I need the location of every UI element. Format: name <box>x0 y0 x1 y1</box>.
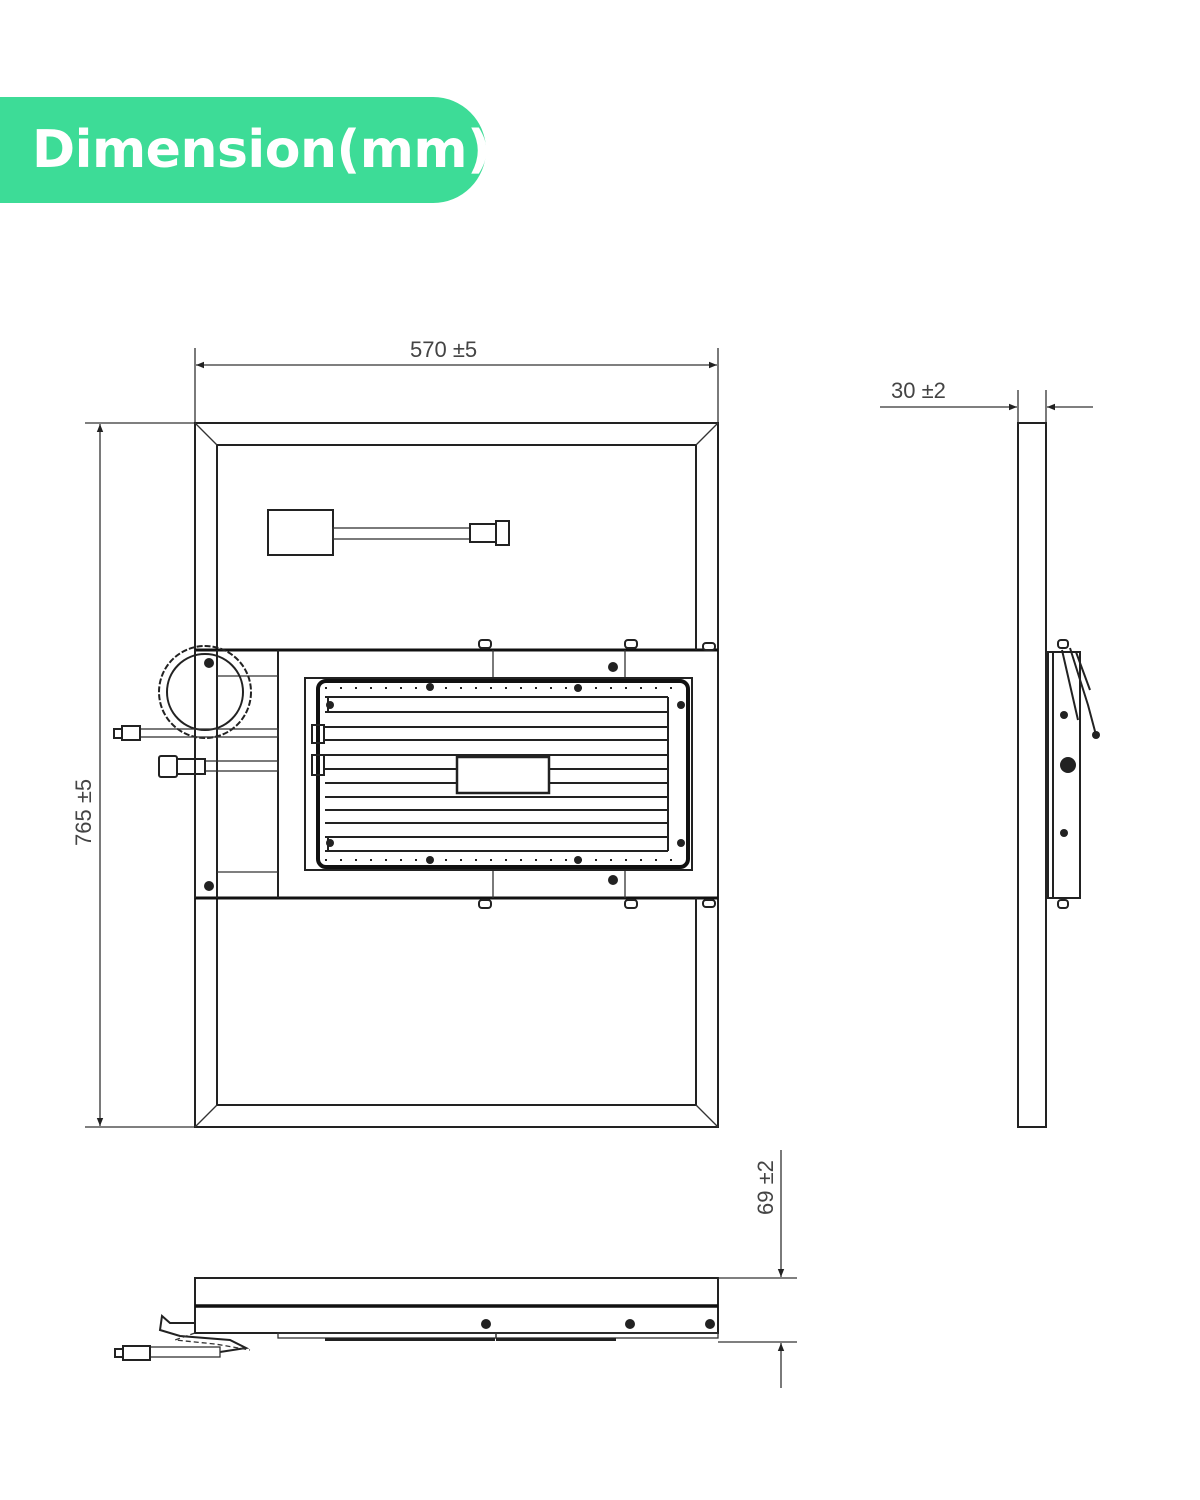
output-cables <box>113 725 279 778</box>
junction-box <box>267 509 510 556</box>
title-banner: Dimension(mm) <box>0 97 491 203</box>
front-view <box>113 422 719 1128</box>
side-view: 30 ±2 <box>880 378 1100 1128</box>
thickness-label: 30 ±2 <box>891 378 946 403</box>
width-label: 570 ±5 <box>410 337 477 362</box>
bottom-view: 69 ±2 <box>114 1150 797 1388</box>
controller-unit <box>304 677 693 871</box>
height-label: 765 ±5 <box>71 779 96 846</box>
height-dimension: 765 ±5 <box>71 422 195 1128</box>
depth-label: 69 ±2 <box>753 1160 778 1215</box>
page-title: Dimension(mm) <box>32 120 491 180</box>
width-dimension: 570 ±5 <box>194 337 719 423</box>
